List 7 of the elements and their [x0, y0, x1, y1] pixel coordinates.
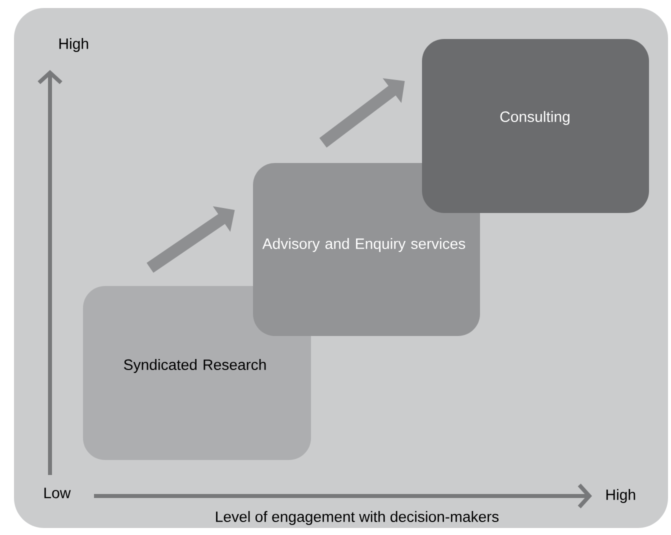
- axis-label: Low: [44, 488, 71, 498]
- axis-label: High: [59, 38, 88, 52]
- service-box: Advisory and Enquiry services: [253, 163, 480, 336]
- axis-label: Level of engagement with decision-makers: [216, 511, 499, 525]
- axis-label: High: [606, 489, 636, 503]
- service-box: Syndicated Research: [83, 286, 311, 460]
- service-box: Consulting: [422, 39, 649, 213]
